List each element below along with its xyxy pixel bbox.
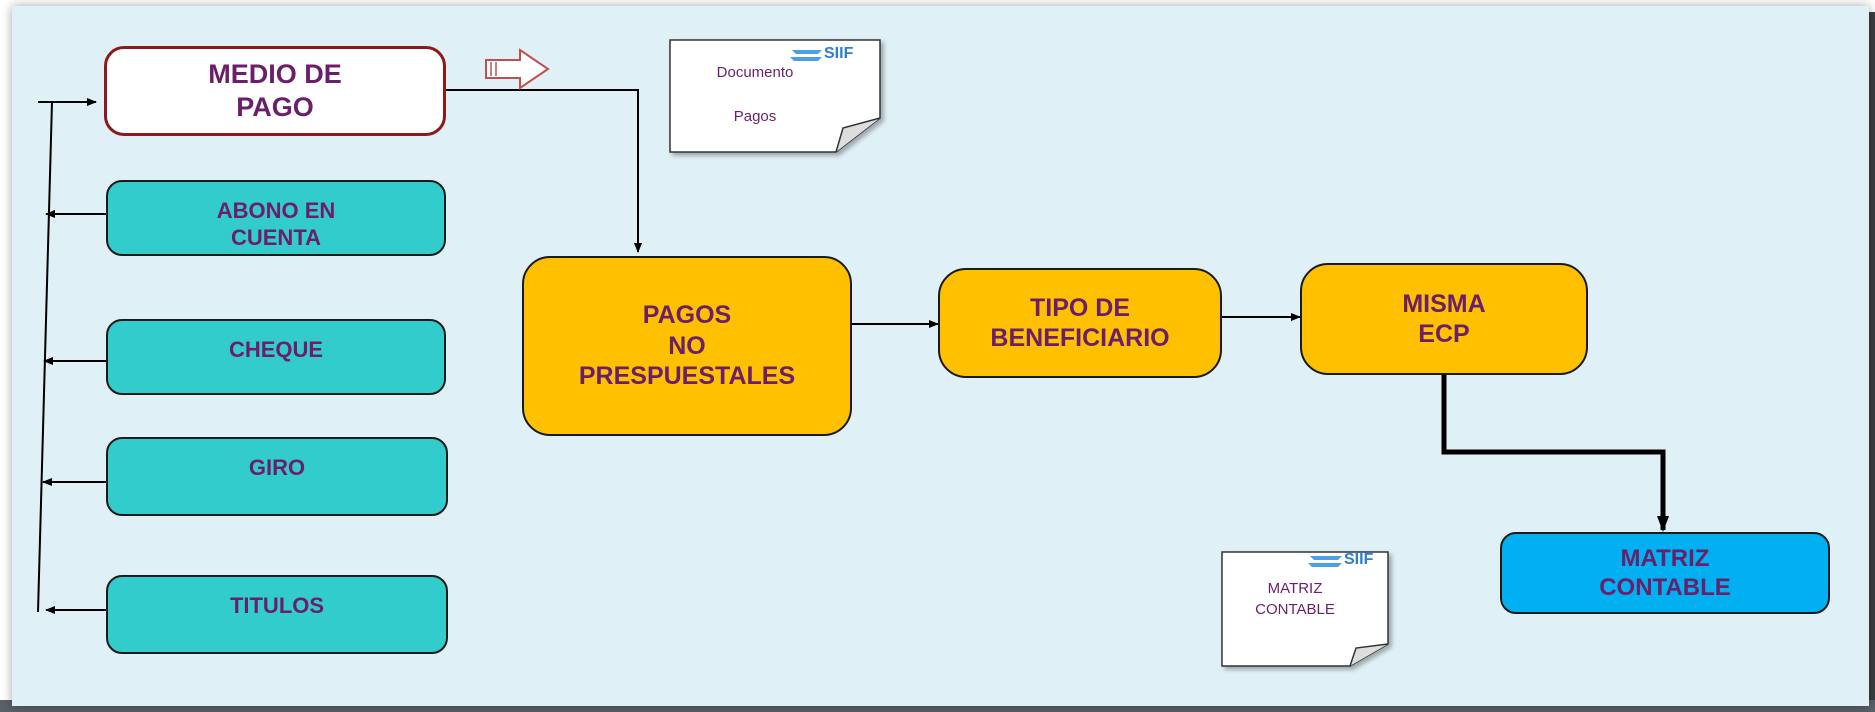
document-label-line2: Pagos bbox=[733, 108, 777, 125]
tipo-de-beneficiario-node[interactable]: TIPO DE BENEFICIARIO bbox=[938, 268, 1222, 378]
abono-en-cuenta-node[interactable]: ABONO EN CUENTA bbox=[106, 180, 446, 256]
document-label-line1: Documento bbox=[716, 64, 794, 81]
siif-logo-icon-1 bbox=[790, 50, 822, 61]
titulos-node[interactable]: TITULOS bbox=[106, 575, 448, 654]
hollow-arrow-icon bbox=[485, 48, 550, 90]
siif-logo-text-1: SIIF bbox=[824, 45, 854, 62]
siif-logo-icon-2 bbox=[1308, 556, 1342, 567]
matriz-contable-node[interactable]: MATRIZ CONTABLE bbox=[1500, 532, 1830, 614]
frame-left bbox=[0, 0, 12, 712]
siif-logo-text-2: SIIF bbox=[1344, 551, 1374, 568]
matriz-doc-label-line2: CONTABLE bbox=[1255, 601, 1335, 618]
arrow-misma-to-matriz bbox=[1441, 375, 1669, 532]
medio-de-pago-node[interactable]: MEDIO DE PAGO bbox=[104, 46, 446, 136]
matriz-doc-label-line1: MATRIZ bbox=[1267, 580, 1323, 597]
giro-node[interactable]: GIRO bbox=[106, 437, 448, 516]
collector-line bbox=[37, 101, 53, 613]
cheque-node[interactable]: CHEQUE bbox=[106, 319, 446, 395]
arrow-medio-to-pagos bbox=[446, 89, 642, 253]
pagos-no-presupuestales-node[interactable]: PAGOS NO PRESPUESTALES bbox=[522, 256, 852, 436]
misma-ecp-node[interactable]: MISMA ECP bbox=[1300, 263, 1588, 375]
